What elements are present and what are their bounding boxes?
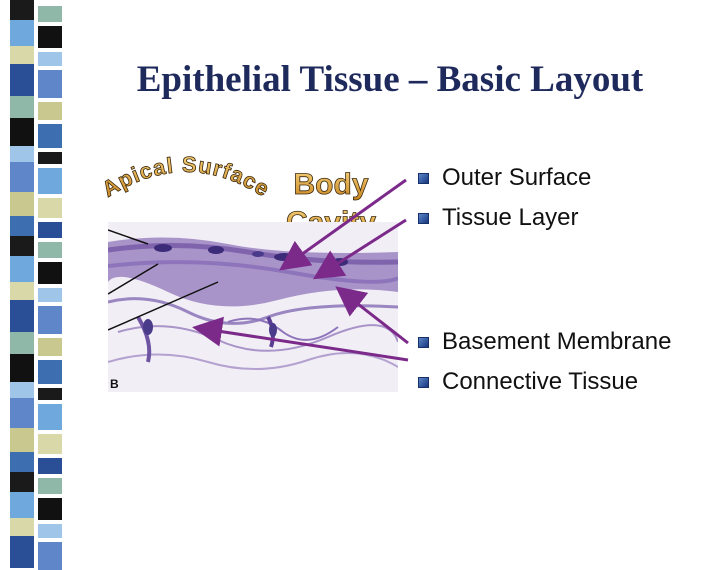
- strip-block: [38, 498, 62, 520]
- micrograph-panel-label: B: [110, 377, 119, 391]
- bullet-list-bottom: Basement Membrane Connective Tissue: [418, 322, 671, 402]
- strip-block: [38, 306, 62, 334]
- strip-block: [10, 492, 34, 518]
- strip-block: [10, 46, 34, 64]
- strip-block: [10, 20, 34, 46]
- arrow-tissue-layer: [312, 218, 407, 280]
- strip-block: [10, 428, 34, 452]
- strip-block: [38, 152, 62, 164]
- strip-block: [10, 536, 34, 568]
- strip-block: [10, 162, 34, 192]
- arrow-outer-surface: [279, 178, 407, 271]
- strip-block: [38, 102, 62, 120]
- strip-block: [38, 222, 62, 238]
- strip-block: [38, 338, 62, 356]
- strip-block: [10, 398, 34, 428]
- strip-block: [10, 472, 34, 492]
- arrow-basement-membrane: [335, 286, 409, 345]
- strip-block: [38, 458, 62, 474]
- strip-block: [10, 0, 34, 20]
- strip-block: [38, 242, 62, 258]
- strip-block: [10, 146, 34, 162]
- strip-block: [10, 354, 34, 382]
- strip-block: [38, 262, 62, 284]
- square-bullet-icon: [418, 336, 429, 348]
- strip-block: [10, 518, 34, 536]
- strip-block: [38, 478, 62, 494]
- strip-block: [38, 388, 62, 400]
- strip-block: [38, 542, 62, 570]
- strip-block: [10, 300, 34, 332]
- strip-block: [38, 124, 62, 148]
- bullet-list-top: Outer Surface Tissue Layer: [418, 158, 591, 238]
- strip-block: [10, 282, 34, 300]
- strip-block: [10, 216, 34, 236]
- slide-title: Epithelial Tissue – Basic Layout: [136, 59, 644, 100]
- square-bullet-icon: [418, 376, 429, 388]
- strip-block: [10, 332, 34, 354]
- strip-block: [38, 6, 62, 22]
- square-bullet-icon: [418, 212, 429, 224]
- strip-block: [10, 452, 34, 472]
- strip-block: [38, 26, 62, 48]
- strip-block: [10, 382, 34, 398]
- strip-block: [38, 434, 62, 454]
- bullet-text: Tissue Layer: [442, 204, 579, 231]
- strip-block: [10, 64, 34, 96]
- strip-block: [38, 70, 62, 98]
- strip-block: [38, 168, 62, 194]
- bullet-text: Connective Tissue: [442, 368, 639, 395]
- bullet-item: Basement Membrane: [418, 322, 671, 362]
- bullet-text: Outer Surface: [442, 164, 592, 191]
- wordart-body-line: Body: [294, 168, 369, 201]
- strip-block: [10, 236, 34, 256]
- strip-block: [38, 198, 62, 218]
- annotation-arrows: [192, 178, 409, 362]
- bullet-item: Outer Surface: [418, 158, 591, 198]
- strip-block: [38, 52, 62, 66]
- strip-block: [38, 404, 62, 430]
- wordart-apical-surface: Apical Surface: [97, 151, 274, 202]
- strip-block: [10, 192, 34, 216]
- bullet-item: Connective Tissue: [418, 362, 671, 402]
- strip-block: [10, 256, 34, 282]
- arrow-connective-tissue: [192, 316, 409, 362]
- strip-block: [10, 96, 34, 118]
- strip-block: [38, 288, 62, 302]
- bullet-text: Basement Membrane: [442, 328, 672, 355]
- strip-block: [38, 524, 62, 538]
- strip-block: [10, 118, 34, 146]
- square-bullet-icon: [418, 172, 429, 184]
- bullet-item: Tissue Layer: [418, 198, 591, 238]
- strip-block: [38, 360, 62, 384]
